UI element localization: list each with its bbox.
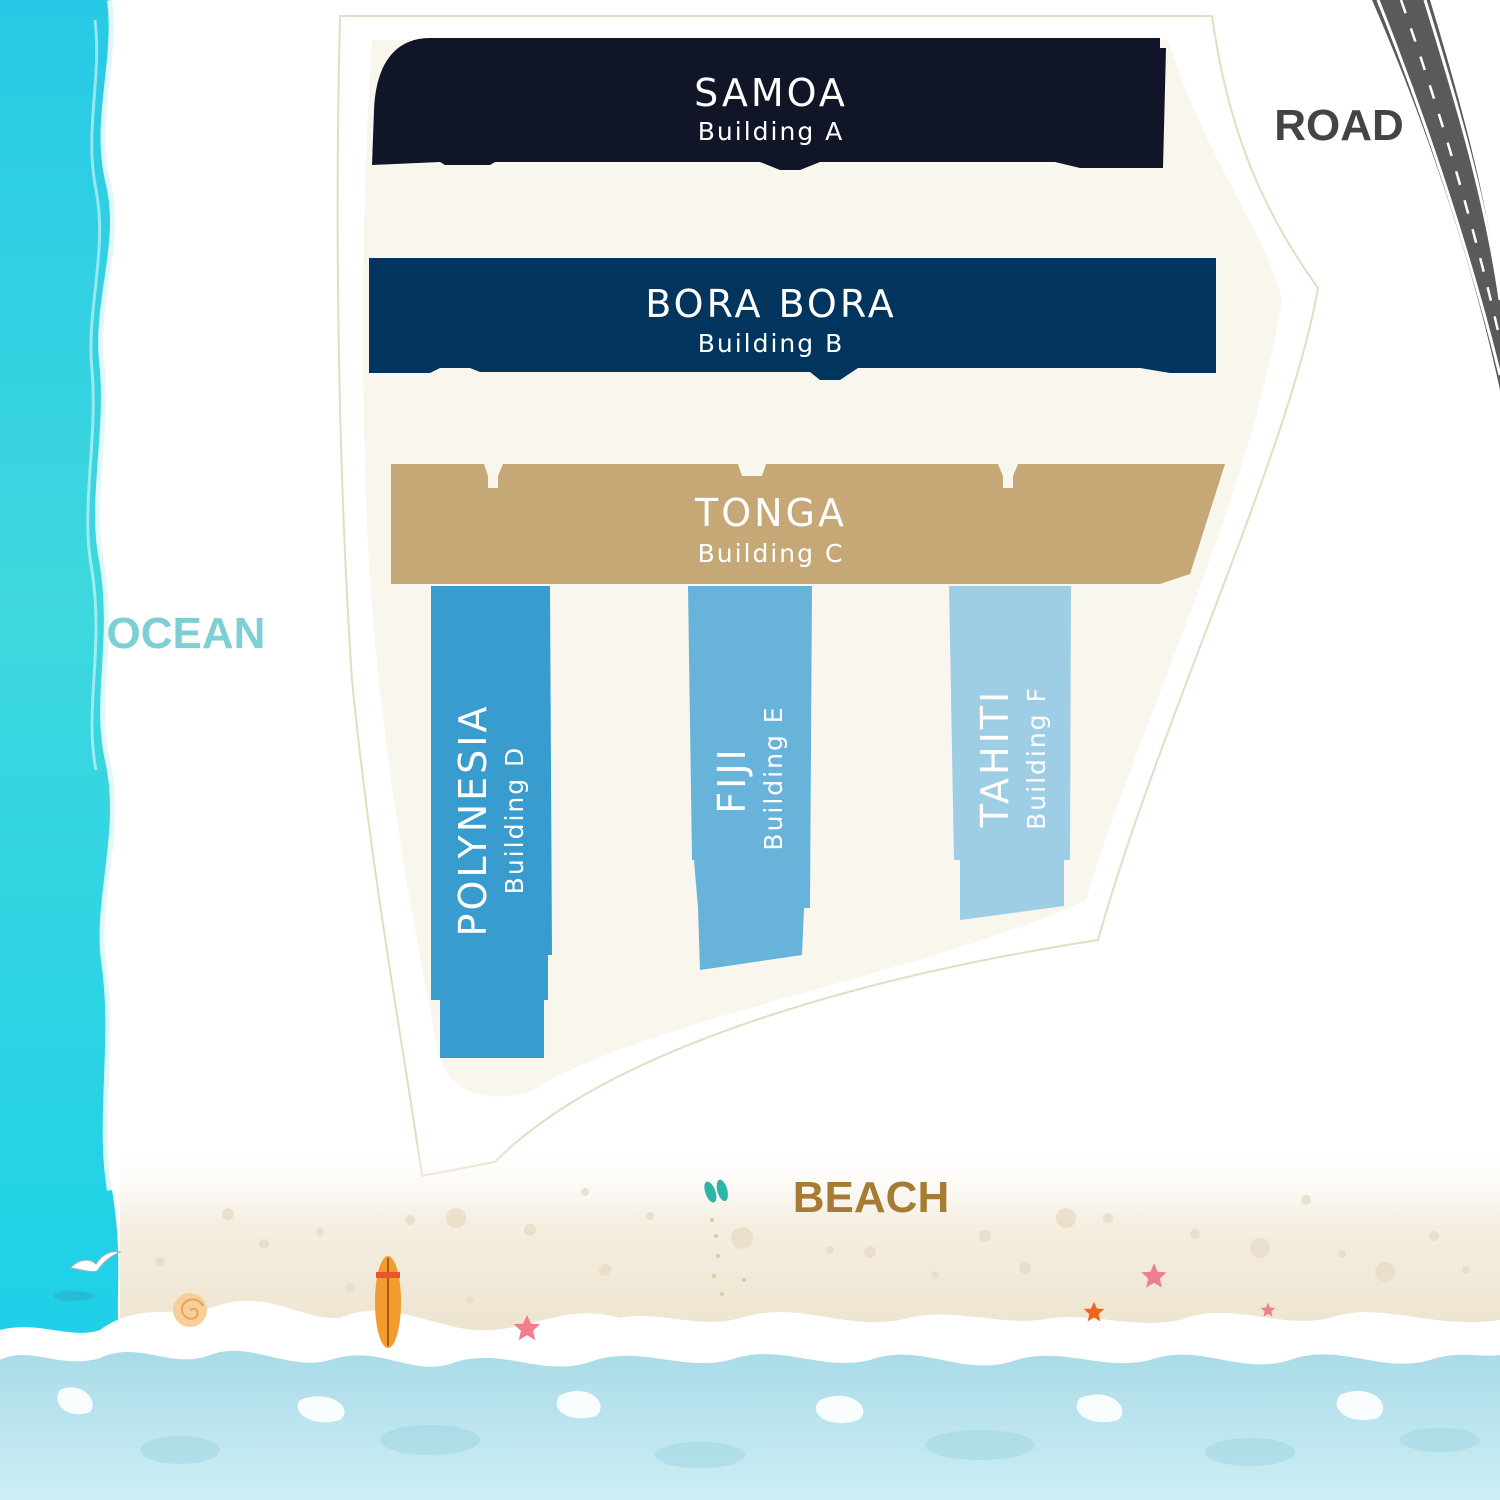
ocean-area (0, 0, 120, 1340)
samoa-subtitle: Building A (698, 117, 844, 146)
fiji-name: FIJI (710, 746, 754, 813)
building-samoa[interactable]: SAMOA Building A (372, 38, 1166, 170)
road (1372, 0, 1500, 390)
shell-icon (173, 1293, 207, 1327)
building-tahiti[interactable]: TAHITI Building F (949, 586, 1071, 920)
polynesia-name: POLYNESIA (451, 704, 495, 937)
bora-bora-subtitle: Building B (698, 329, 845, 358)
building-bora-bora[interactable]: BORA BORA Building B (369, 258, 1216, 380)
building-fiji[interactable]: FIJI Building E (688, 586, 812, 970)
starfish-icon (513, 1263, 1276, 1341)
tahiti-subtitle: Building F (1022, 686, 1051, 830)
fiji-subtitle: Building E (759, 705, 788, 850)
tahiti-name: TAHITI (973, 689, 1017, 828)
bora-bora-name: BORA BORA (645, 282, 896, 326)
surfboard-icon (375, 1256, 401, 1348)
flip-flops-icon (704, 1179, 746, 1296)
wave-icon (0, 1300, 1500, 1500)
seagull-icon (54, 1250, 122, 1301)
ocean-label: OCEAN (107, 609, 266, 658)
beach-label: BEACH (793, 1173, 949, 1222)
tonga-name: TONGA (694, 491, 847, 535)
tonga-subtitle: Building C (698, 539, 845, 568)
polynesia-subtitle: Building D (500, 746, 529, 895)
road-label: ROAD (1274, 101, 1404, 150)
building-polynesia[interactable]: POLYNESIA Building D (431, 586, 552, 1058)
samoa-name: SAMOA (694, 71, 848, 115)
building-tonga[interactable]: TONGA Building C (391, 464, 1225, 584)
